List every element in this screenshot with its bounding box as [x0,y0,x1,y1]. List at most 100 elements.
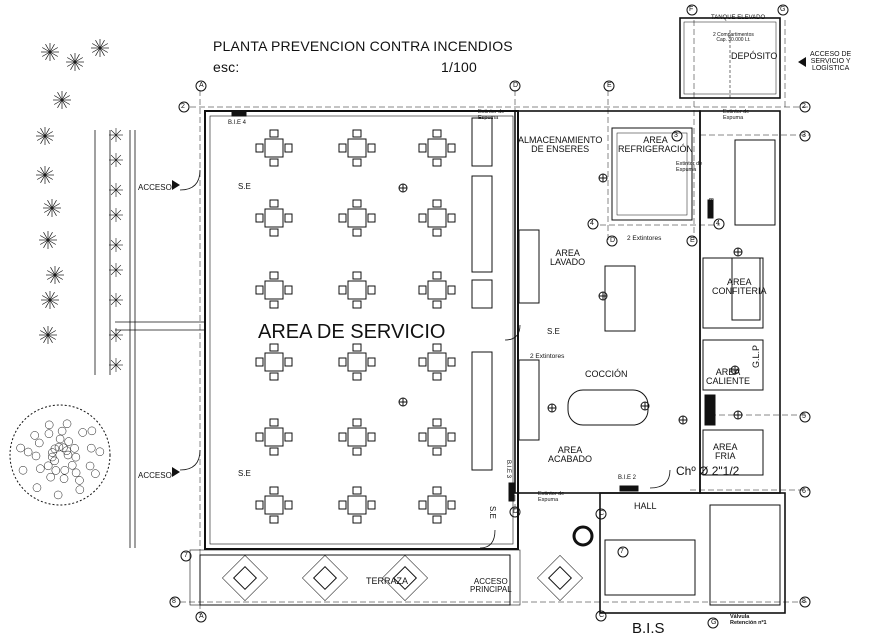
shrub-icon [49,44,55,53]
shrub-icon [74,61,83,67]
large-tree-leaf-icon [55,434,65,444]
grid-marker-circle [799,486,811,498]
dining-chair [269,418,279,427]
shrub-icon [51,207,60,213]
dining-chair [352,343,362,352]
shrub-icon [43,327,49,336]
shrub-icon [54,95,63,101]
dining-chair [432,158,442,167]
dining-chair [432,447,442,456]
shrub-icon [42,299,51,305]
shrub-icon [45,299,51,308]
shrub-icon [50,267,56,276]
shrub-icon [49,292,55,301]
dining-table [347,208,367,228]
porch-plant-icon [115,239,122,246]
extintores-1-label: 2 Extintores [627,235,662,242]
terraza-table-chairs [222,555,268,601]
shrub-icon [47,200,53,209]
large-tree-leaf-icon [51,466,61,475]
porch-plant-icon [110,184,117,191]
se-sign-3: S.E [547,327,560,336]
shrub-icon [54,274,60,283]
shrub-icon [47,207,53,216]
grid-marker-f-top: F [689,6,694,13]
shrub-icon [61,92,67,101]
shrub-icon [40,239,49,245]
shrub-icon [70,54,76,63]
dining-table [427,352,447,372]
porch-plant-icon [115,334,122,341]
large-tree-leaf-icon [70,444,79,453]
dining-chair [432,372,442,381]
grid-marker-7-left: 7 [184,552,188,559]
shrub-icon [47,235,56,241]
bie2-label: B.I.E 2 [618,475,637,481]
dining-chair [284,500,293,510]
grid-marker-circle [595,508,607,520]
dining-chair [284,432,293,442]
dining-table [347,427,367,447]
deposito-inner [683,21,777,95]
large-tree-leaf-icon [71,468,81,478]
large-tree-leaf-icon [44,429,54,438]
dining-inner-wall [209,115,514,545]
shrub-icon [40,334,49,340]
dining-chair [447,143,456,153]
porch-plant-icon [110,299,117,306]
se-sign-1: S.E [238,182,251,191]
access-arrow-icon [172,180,180,190]
terraza-table-chairs [537,555,583,601]
dining-chair [418,143,427,153]
porch-plant-icon [115,329,122,336]
shrub-icon [49,299,55,308]
grid-marker-circle [799,411,811,423]
large-tree-leaf-icon [23,447,33,457]
dining-chair [284,143,293,153]
dining-chair [432,486,442,495]
dining-chair [432,343,442,352]
extintor-rack [704,394,716,426]
tanque-detail-label: 2 Compartimentos Cap. 30.000 Lt. [713,32,754,43]
coccion-island [567,389,649,426]
dining-chair [447,500,456,510]
shrub-icon [50,274,56,283]
shrub-icon [54,99,63,105]
porch-plant-icon [110,359,117,366]
grid-marker-circle [587,218,599,230]
dining-chair [432,228,442,237]
dining-chair [269,271,279,280]
door-swing [179,449,201,471]
large-tree-leaf-icon [85,461,95,471]
large-tree-leaf-icon [53,490,63,500]
dining-chair [284,213,293,223]
coccion-side-counter [518,359,540,441]
lavado-sink-counter [518,229,540,304]
work-table [604,265,636,332]
dining-chair [255,143,264,153]
area-hall-label: HALL [634,501,657,511]
confiteria-counter [731,257,761,321]
large-tree-leaf-icon [95,447,105,456]
grid-marker-circle [713,218,725,230]
dining-chair [352,228,362,237]
bie3-label: B.I.E 3 [505,460,511,479]
grid-marker-circle [606,235,618,247]
shrub-icon [54,270,63,276]
dining-chair [269,228,279,237]
caliente-room [702,339,764,391]
shrub-icon [43,239,49,248]
acceso-left-top-label: ACCESO [138,183,172,192]
dining-chair [255,500,264,510]
porch-plant-icon [110,154,117,161]
service-counter [471,117,493,167]
porch-plant-icon [110,159,117,166]
dining-chair [269,486,279,495]
extintor-espuma-1-label: Extintor de Espuma [478,109,505,121]
hydrant-icon [572,525,594,547]
shrub-icon [54,274,63,280]
grid-marker-circle [671,130,683,142]
grid-marker-4-inner: 4 [590,220,594,227]
shrub-icon [92,47,101,53]
